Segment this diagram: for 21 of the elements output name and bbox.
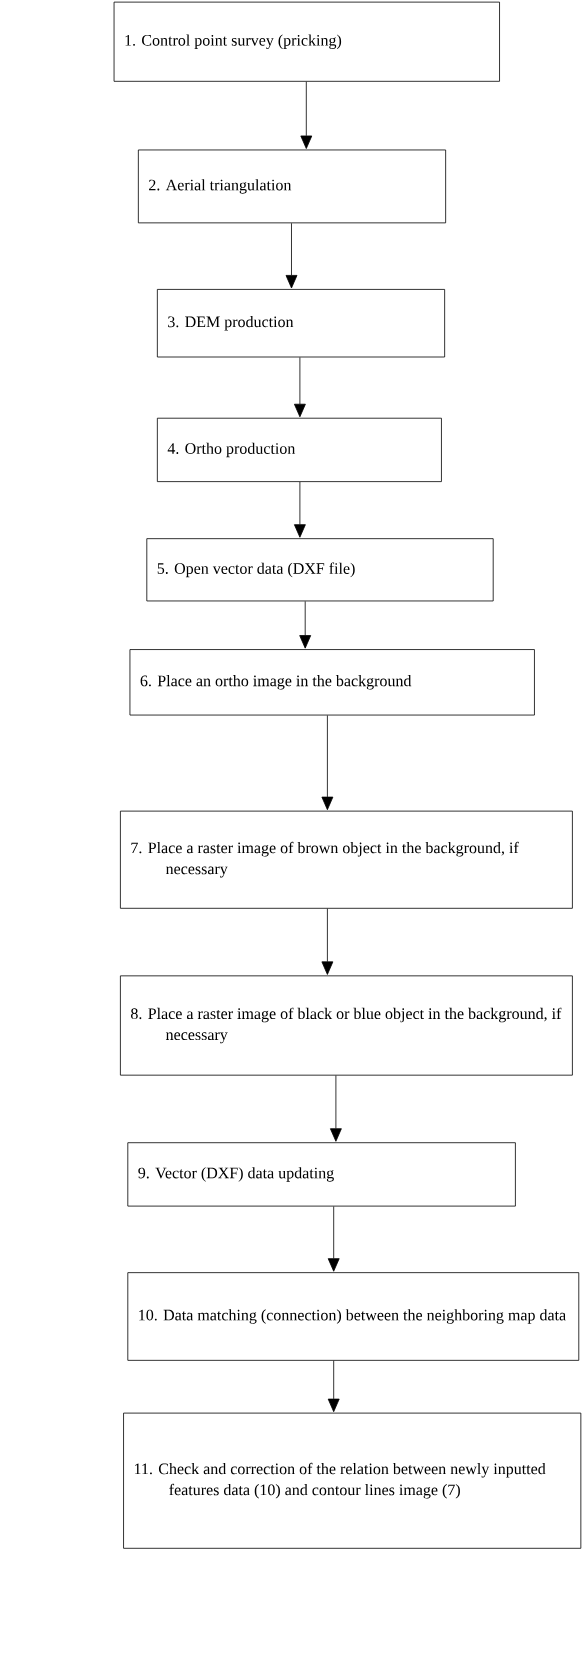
arrow (294, 357, 306, 418)
arrow (327, 1206, 340, 1272)
process-box: 5. Open vector data (DXF file) (146, 538, 494, 602)
arrow (299, 600, 312, 649)
process-box: 11. Check and correction of the relation between newly inputted features data (10) and contour lines image (7) (123, 1412, 582, 1549)
process-box: 4. Ortho production (156, 417, 442, 482)
process-box: 10. Data matching (connection) between the neighboring map data (127, 1272, 580, 1361)
arrow (327, 1360, 340, 1413)
arrow (330, 1075, 342, 1142)
arrow (321, 715, 334, 811)
process-box: 6. Place an ortho image in the background (129, 649, 535, 716)
process-box: 9. Vector (DXF) data updating (127, 1142, 516, 1207)
process-box: 2. Aerial triangulation (137, 149, 447, 224)
arrow (285, 222, 298, 289)
process-box: 8. Place a raster image of black or blue object in the background, if necessary (120, 975, 573, 1076)
process-box: 7. Place a raster image of brown object in the background, if necessary (120, 810, 573, 909)
arrow (294, 481, 306, 538)
process-box: 3. DEM production (156, 289, 446, 358)
process-box: 1. Control point survey (pricking) (113, 1, 500, 82)
arrow (300, 81, 313, 149)
arrow (321, 908, 334, 975)
